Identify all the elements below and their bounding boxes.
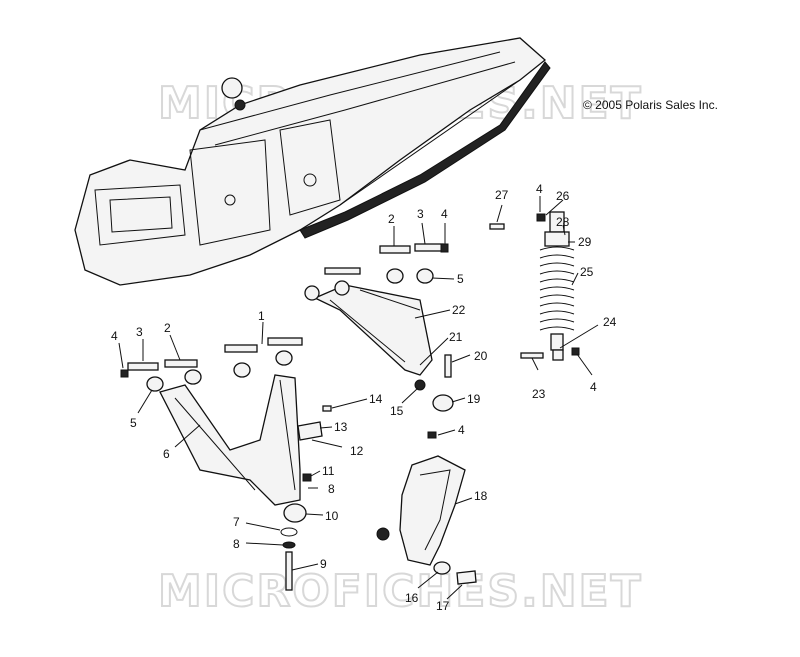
upper-a-arm xyxy=(304,243,454,439)
callout-22: 22 xyxy=(452,303,466,317)
callout-2: 2 xyxy=(388,212,395,226)
callout-18: 18 xyxy=(474,489,488,503)
copyright-notice: © 2005 Polaris Sales Inc. xyxy=(583,98,718,112)
callout-29: 29 xyxy=(578,235,592,249)
callout-10: 10 xyxy=(325,509,339,523)
shock-absorber xyxy=(489,211,580,361)
callout-4: 4 xyxy=(441,207,448,221)
callout-13: 13 xyxy=(334,420,348,434)
callout-24: 24 xyxy=(603,315,617,329)
watermark-bottom: MICROFICHES.NET xyxy=(158,566,643,617)
callout-9: 9 xyxy=(320,557,327,571)
callout-3: 3 xyxy=(417,207,424,221)
chassis-frame xyxy=(74,37,551,286)
callout-3: 3 xyxy=(136,325,143,339)
callout-26: 26 xyxy=(556,189,570,203)
callout-17: 17 xyxy=(436,599,450,613)
callout-labels: 27 4 26 28 29 25 24 23 4 2 3 4 5 22 21 2… xyxy=(111,182,617,613)
callout-7: 7 xyxy=(233,515,240,529)
callout-8: 8 xyxy=(233,537,240,551)
spindle xyxy=(376,455,477,585)
callout-2: 2 xyxy=(164,321,171,335)
callout-4: 4 xyxy=(536,182,543,196)
callout-21: 21 xyxy=(449,330,463,344)
lower-a-arm xyxy=(120,337,332,591)
callout-4: 4 xyxy=(590,380,597,394)
callout-5: 5 xyxy=(457,272,464,286)
callout-6: 6 xyxy=(163,447,170,461)
callout-11: 11 xyxy=(322,464,335,478)
leader-lines xyxy=(118,196,599,600)
callout-5: 5 xyxy=(130,416,137,430)
callout-27: 27 xyxy=(495,188,509,202)
callout-28: 28 xyxy=(556,215,570,229)
callout-20: 20 xyxy=(474,349,488,363)
callout-4: 4 xyxy=(111,329,118,343)
callout-16: 16 xyxy=(405,591,419,605)
callout-14: 14 xyxy=(369,392,383,406)
callout-1: 1 xyxy=(258,309,265,323)
callout-19: 19 xyxy=(467,392,481,406)
callout-15: 15 xyxy=(390,404,404,418)
callout-23: 23 xyxy=(532,387,546,401)
callout-8: 8 xyxy=(328,482,335,496)
callout-4: 4 xyxy=(458,423,465,437)
callout-12: 12 xyxy=(350,444,364,458)
callout-25: 25 xyxy=(580,265,594,279)
